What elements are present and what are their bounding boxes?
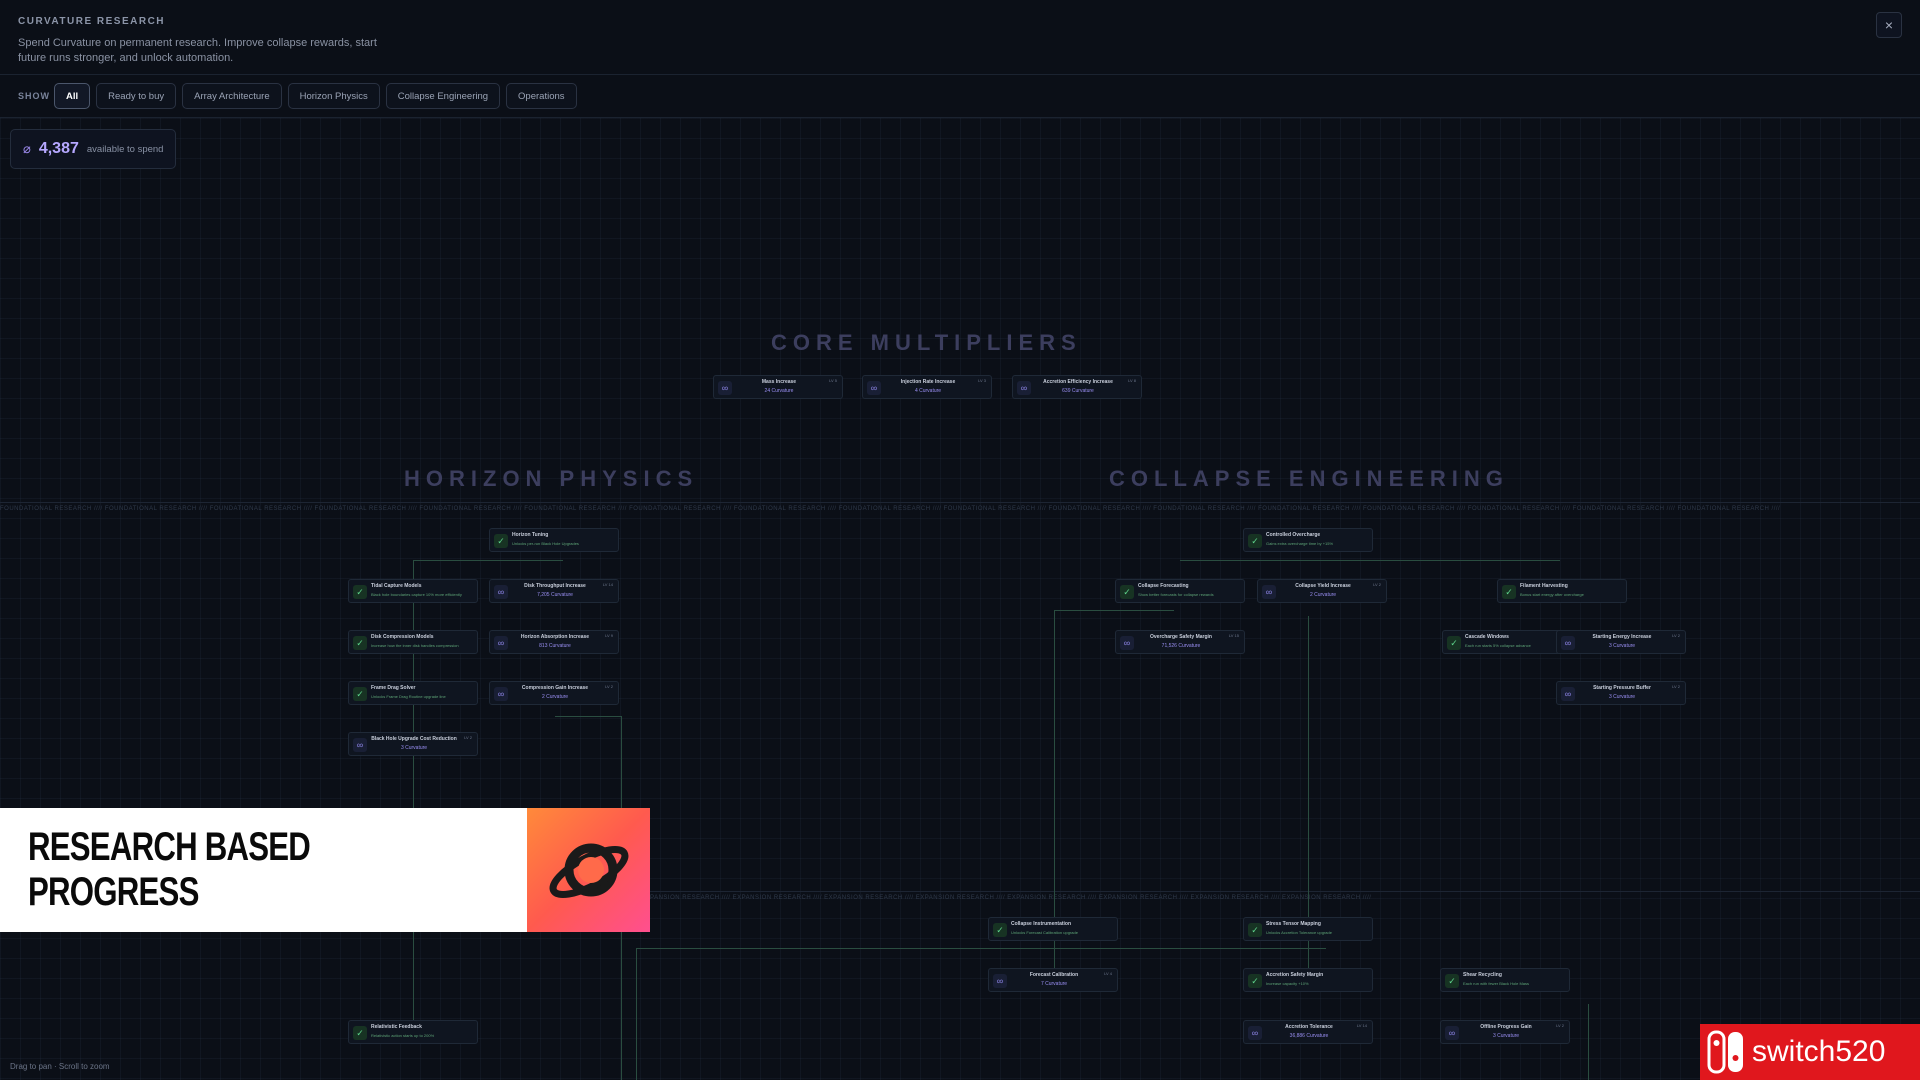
tree-connector bbox=[636, 948, 1326, 949]
tree-connector bbox=[1180, 560, 1560, 561]
check-icon: ✓ bbox=[353, 636, 367, 650]
promo-text: RESEARCH BASED PROGRESS bbox=[28, 825, 311, 914]
check-icon: ✓ bbox=[1248, 534, 1262, 548]
check-icon: ✓ bbox=[494, 534, 508, 548]
panel-title: CURVATURE RESEARCH bbox=[18, 16, 166, 27]
infinity-icon: ∞ bbox=[718, 381, 732, 395]
tree-connector bbox=[1054, 610, 1055, 970]
research-canvas[interactable] bbox=[0, 118, 1920, 1080]
section-title-collapse: COLLAPSE ENGINEERING bbox=[1109, 466, 1509, 491]
infinity-icon: ∞ bbox=[1262, 585, 1276, 599]
watermark-text: switch520 bbox=[1752, 1035, 1886, 1068]
infinity-icon: ∞ bbox=[1445, 1026, 1459, 1040]
infinity-icon: ∞ bbox=[494, 585, 508, 599]
close-button[interactable]: × bbox=[1876, 12, 1902, 38]
tree-connector bbox=[1054, 610, 1174, 611]
balance-value: 4,387 bbox=[38, 140, 79, 157]
band-foundational: FOUNDATIONAL RESEARCH //// FOUNDATIONAL … bbox=[0, 502, 1920, 515]
close-icon: × bbox=[1884, 17, 1894, 33]
infinity-icon: ∞ bbox=[1561, 687, 1575, 701]
band-expansion: EXPANSION RESEARCH //// EXPANSION RESEAR… bbox=[0, 891, 1920, 904]
promo-text-panel: RESEARCH BASED PROGRESS bbox=[0, 808, 527, 932]
check-icon: ✓ bbox=[993, 923, 1007, 937]
tree-connector bbox=[1588, 1004, 1589, 1080]
infinity-icon: ∞ bbox=[1561, 636, 1575, 650]
watermark: switch520 bbox=[1700, 1024, 1920, 1080]
check-icon: ✓ bbox=[353, 1026, 367, 1040]
planet-logo-icon bbox=[549, 843, 628, 898]
check-icon: ✓ bbox=[1120, 585, 1134, 599]
check-icon: ✓ bbox=[1445, 974, 1459, 988]
header: CURVATURE RESEARCH Spend Curvature on pe… bbox=[0, 0, 1920, 75]
filter-chip-collapse-engineering[interactable]: Collapse Engineering bbox=[385, 83, 501, 109]
game-logo bbox=[527, 808, 650, 932]
curvature-balance: ⌀ 4,387 available to spend bbox=[10, 129, 177, 169]
promo-banner: RESEARCH BASED PROGRESS bbox=[0, 808, 650, 932]
check-icon: ✓ bbox=[353, 585, 367, 599]
switch-logo-icon bbox=[1700, 1024, 1752, 1080]
infinity-icon: ∞ bbox=[1120, 636, 1134, 650]
filter-chip-all[interactable]: All bbox=[54, 83, 91, 109]
check-icon: ✓ bbox=[1502, 585, 1516, 599]
infinity-icon: ∞ bbox=[867, 381, 881, 395]
filter-bar: SHOW All Ready to buy Array Architecture… bbox=[0, 75, 1920, 118]
infinity-icon: ∞ bbox=[1248, 1026, 1262, 1040]
balance-label: available to spend bbox=[86, 143, 164, 155]
show-label: SHOW bbox=[18, 91, 50, 101]
check-icon: ✓ bbox=[353, 687, 367, 701]
infinity-icon: ∞ bbox=[353, 738, 367, 752]
check-icon: ✓ bbox=[1248, 923, 1262, 937]
infinity-icon: ∞ bbox=[1017, 381, 1031, 395]
section-title-horizon: HORIZON PHYSICS bbox=[404, 466, 699, 491]
tree-connector bbox=[555, 716, 621, 717]
filter-chip-operations[interactable]: Operations bbox=[506, 83, 577, 109]
infinity-icon: ∞ bbox=[494, 636, 508, 650]
infinity-icon: ∞ bbox=[993, 974, 1007, 988]
infinity-icon: ∞ bbox=[494, 687, 508, 701]
tree-connector bbox=[413, 560, 563, 561]
tree-connector bbox=[413, 560, 414, 1040]
check-icon: ✓ bbox=[1248, 974, 1262, 988]
filter-chip-horizon-physics[interactable]: Horizon Physics bbox=[287, 83, 380, 109]
tree-connector bbox=[1308, 616, 1309, 970]
panel-subtitle: Spend Curvature on permanent research. I… bbox=[18, 37, 377, 64]
filter-chip-array-architecture[interactable]: Array Architecture bbox=[182, 83, 282, 109]
tree-connector bbox=[636, 948, 637, 1080]
curvature-icon: ⌀ bbox=[23, 141, 31, 156]
canvas-hint: Drag to pan · Scroll to zoom bbox=[10, 1062, 110, 1071]
section-title-core: CORE MULTIPLIERS bbox=[771, 330, 1082, 355]
check-icon: ✓ bbox=[1447, 636, 1461, 650]
filter-chips: All Ready to buy Array Architecture Hori… bbox=[54, 83, 577, 109]
filter-chip-ready-to-buy[interactable]: Ready to buy bbox=[96, 83, 177, 109]
